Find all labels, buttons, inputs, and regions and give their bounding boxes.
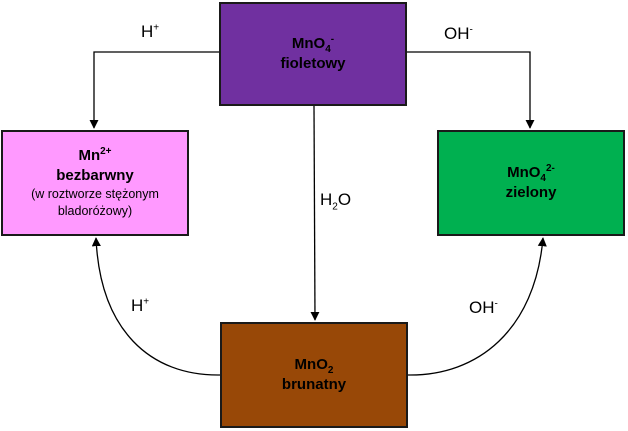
node-manganese-ion-note-2: bladoróżowy): [57, 204, 133, 218]
node-permanganate: MnO4- fioletowy: [219, 2, 407, 106]
label-middle-water: H2O: [320, 190, 352, 213]
node-manganate: MnO42- zielony: [437, 130, 625, 236]
node-manganese-dioxide-formula: MnO2: [294, 356, 334, 376]
node-manganese-ion-name: bezbarwny: [56, 167, 134, 184]
node-manganese-ion: Mn2+ bezbarwny (w roztworze stężonym bla…: [1, 130, 189, 236]
arrow-mno4-to-mno2: [310, 105, 320, 321]
node-manganate-name: zielony: [505, 184, 557, 201]
arrow-mno4-to-mn2: [89, 51, 219, 129]
label-bottom-right-base: OH-: [469, 298, 498, 317]
arrow-mno2-to-mn2: [91, 237, 221, 376]
node-permanganate-formula: MnO4-: [291, 34, 335, 55]
label-top-left-acid: H+: [141, 22, 160, 41]
label-top-right-base: OH-: [444, 24, 473, 43]
node-manganese-dioxide: MnO2 brunatny: [220, 322, 408, 428]
node-manganese-dioxide-name: brunatny: [281, 376, 347, 393]
node-manganate-formula: MnO42-: [507, 163, 555, 184]
node-permanganate-name: fioletowy: [280, 55, 346, 72]
arrow-mno2-to-mno42: [407, 237, 547, 376]
node-manganese-ion-formula: Mn2+: [78, 146, 112, 165]
label-bottom-left-acid: H+: [131, 296, 150, 315]
node-manganese-ion-note-1: (w roztworze stężonym: [31, 187, 159, 201]
arrow-mno4-to-mno42: [407, 51, 535, 129]
